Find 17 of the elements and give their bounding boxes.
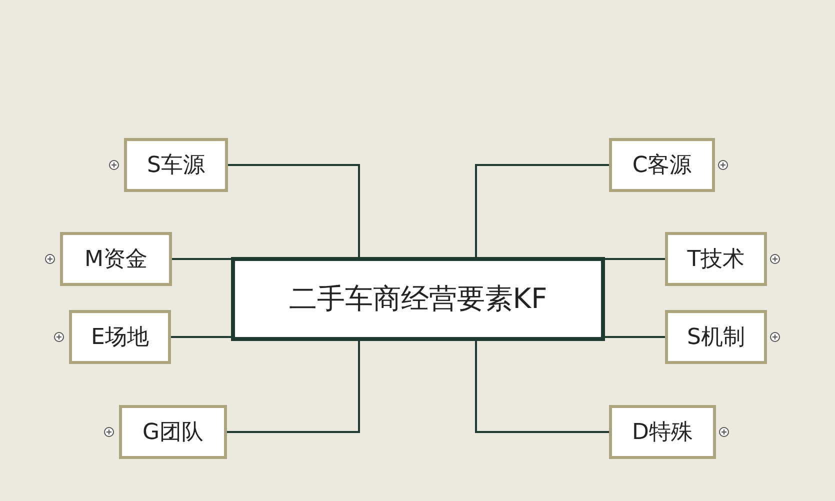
connector-line [605,336,665,338]
topic-box: D特殊 [609,405,716,459]
topic-box: C客源 [609,138,715,192]
connector-line [227,341,360,433]
connector-line [172,258,231,260]
topic-box: E场地 [69,310,171,364]
connector-line [605,258,665,260]
topic-box: G团队 [119,405,227,459]
connector-line [475,164,609,257]
topic-box: M资金 [60,232,172,286]
topic-box: T技术 [665,232,767,286]
connector-line [228,164,360,257]
connector-line [475,341,609,433]
central-topic-box: 二手车商经营要素KF [231,257,605,341]
connector-line [171,336,231,338]
topic-box: S车源 [124,138,228,192]
topic-box: S机制 [665,310,767,364]
